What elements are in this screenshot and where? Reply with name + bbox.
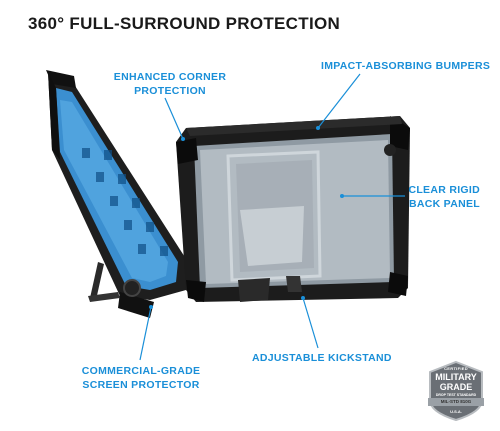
callout-dot-corner [181, 137, 185, 141]
callout-corner-protection: ENHANCED CORNER PROTECTION [110, 70, 230, 98]
callout-dot-back-panel [340, 194, 344, 198]
badge-bottom: U.S.A. [450, 409, 462, 414]
callout-dot-kickstand [301, 296, 305, 300]
badge-ribbon: MIL-STD 810G [440, 399, 472, 404]
callout-corner-line1: ENHANCED CORNER [113, 71, 227, 83]
callout-screen-protector: COMMERCIAL-GRADE SCREEN PROTECTOR [76, 364, 206, 392]
callout-kickstand: ADJUSTABLE KICKSTAND [252, 352, 392, 364]
badge-top: CERTIFIED [444, 366, 468, 371]
badge-line1: MILITARY [435, 372, 477, 382]
callout-back-panel-line2: BACK PANEL [408, 198, 480, 210]
badge-line2: GRADE [439, 382, 473, 392]
callout-screen-line2: SCREEN PROTECTOR [82, 379, 200, 391]
callout-lines [139, 73, 405, 361]
badge-shield-icon [428, 360, 484, 422]
callout-screen-line1: COMMERCIAL-GRADE [81, 365, 201, 377]
callout-dot-bumpers [316, 126, 320, 130]
callout-back-panel: CLEAR RIGID BACK PANEL [400, 183, 480, 211]
callout-dot-screen [149, 305, 153, 309]
callout-back-panel-line1: CLEAR RIGID [408, 184, 480, 196]
callout-corner-line2: PROTECTION [134, 85, 206, 97]
page-title: 360° FULL-SURROUND PROTECTION [28, 14, 341, 33]
badge-sub: DROP TEST STANDARD [435, 393, 477, 397]
military-grade-badge: CERTIFIED MILITARY GRADE DROP TEST STAND… [426, 360, 486, 422]
tablet-front-view [46, 70, 188, 318]
tablet-back-view [176, 116, 410, 302]
callout-bumpers: IMPACT-ABSORBING BUMPERS [321, 60, 491, 72]
